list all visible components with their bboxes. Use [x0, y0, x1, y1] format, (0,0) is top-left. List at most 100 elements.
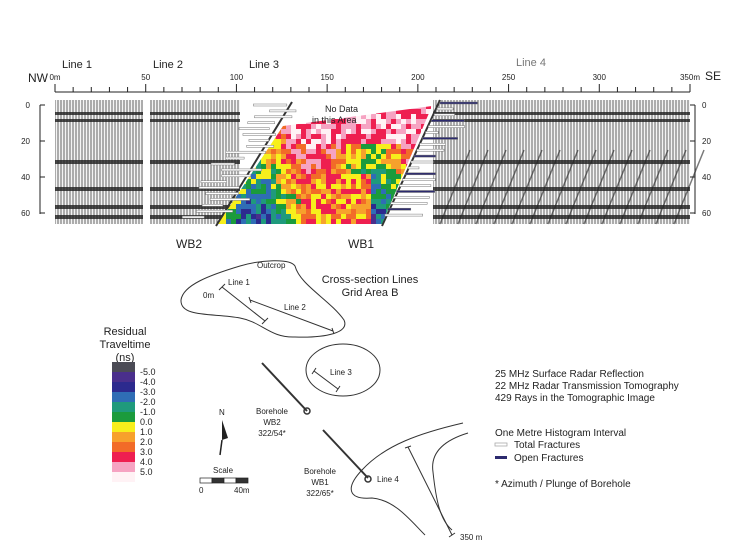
tomo-cell	[326, 174, 331, 179]
tomo-cell	[346, 134, 351, 139]
legend-value: -5.0	[140, 367, 156, 377]
tomo-cell	[381, 184, 386, 189]
reflector-band	[150, 187, 240, 191]
tomo-cell	[346, 129, 351, 134]
tomo-cell	[406, 134, 411, 139]
tomo-cell	[351, 179, 356, 184]
tomo-cell	[371, 139, 376, 144]
tomo-cell	[416, 114, 421, 119]
tomo-cell	[231, 199, 236, 204]
tomo-cell	[296, 194, 301, 199]
tomo-cell	[251, 174, 256, 179]
tomo-cell	[376, 159, 381, 164]
fracture-histogram-bar	[246, 145, 275, 148]
tomo-cell	[401, 119, 406, 124]
tomo-cell	[376, 114, 381, 119]
tomo-cell	[381, 139, 386, 144]
tomo-cell	[226, 214, 231, 219]
tomo-cell	[291, 169, 296, 174]
tomo-cell	[266, 209, 271, 214]
tomo-cell	[311, 154, 316, 159]
color-swatch	[112, 372, 135, 382]
tomo-cell	[351, 124, 356, 129]
tomo-cell	[326, 199, 331, 204]
color-swatch	[112, 362, 135, 372]
tomo-cell	[376, 144, 381, 149]
reflector-band	[150, 160, 240, 164]
tomo-cell	[396, 169, 401, 174]
tomo-cell	[326, 189, 331, 194]
tomo-cell	[286, 139, 291, 144]
tomo-cell	[296, 189, 301, 194]
tomo-cell	[386, 169, 391, 174]
tomo-cell	[321, 224, 326, 229]
tomo-cell	[391, 154, 396, 159]
outcrop-outline	[180, 260, 346, 338]
tomo-cell	[386, 184, 391, 189]
tomo-cell	[341, 174, 346, 179]
tomo-cell	[241, 164, 246, 169]
tomo-cell	[291, 139, 296, 144]
tomo-cell	[366, 199, 371, 204]
tomo-cell	[271, 219, 276, 224]
tomo-cell	[386, 159, 391, 164]
line4-outcrop-edge	[350, 422, 464, 536]
color-swatch	[112, 422, 135, 432]
tomo-cell	[251, 154, 256, 159]
tomo-cell	[411, 144, 416, 149]
tomo-cell	[361, 209, 366, 214]
tomo-cell	[281, 214, 286, 219]
tomo-cell	[311, 194, 316, 199]
tomo-cell	[291, 224, 296, 229]
fracture-histogram-bar	[247, 121, 275, 124]
fracture-histogram-bar	[225, 156, 245, 160]
tomo-cell	[411, 134, 416, 139]
tomo-cell	[386, 199, 391, 204]
tomo-cell	[386, 164, 391, 169]
tomo-cell	[306, 114, 311, 119]
tomo-cell	[296, 139, 301, 144]
tomo-cell	[271, 209, 276, 214]
tomo-cell	[411, 119, 416, 124]
tomo-cell	[336, 189, 341, 194]
tomo-cell	[276, 164, 281, 169]
open-fractures-label: Open Fractures	[514, 453, 583, 464]
tomo-cell	[376, 119, 381, 124]
tomo-cell	[321, 194, 326, 199]
legend-value: -2.0	[140, 397, 156, 407]
legend-value: 5.0	[140, 467, 153, 477]
tomo-cell	[391, 149, 396, 154]
tomo-cell	[351, 149, 356, 154]
depth-tick-label: 0	[26, 101, 31, 110]
tomo-cell	[361, 189, 366, 194]
tomo-cell	[376, 194, 381, 199]
tomo-cell	[406, 109, 411, 114]
fracture-histogram-bar	[209, 198, 251, 201]
tomo-cell	[261, 189, 266, 194]
tomo-cell	[371, 144, 376, 149]
tomo-cell	[391, 129, 396, 134]
tomo-cell	[406, 149, 411, 154]
tomo-cell	[266, 204, 271, 209]
tomo-cell	[321, 219, 326, 224]
tomo-cell	[316, 199, 321, 204]
tomo-cell	[296, 199, 301, 204]
tomo-cell	[221, 224, 226, 229]
depth-tick-label: 60	[702, 209, 711, 218]
tomo-cell	[276, 139, 281, 144]
distance-tick-label: 0m	[49, 73, 60, 82]
map-survey-lines	[218, 283, 456, 538]
tomo-cell	[291, 209, 296, 214]
tomo-cell	[241, 189, 246, 194]
tomo-cell	[291, 119, 296, 124]
tomo-cell	[351, 224, 356, 229]
tomo-cell	[301, 129, 306, 134]
tomo-cell	[246, 209, 251, 214]
fracture-histogram-bar	[254, 115, 293, 119]
tomo-cell	[331, 199, 336, 204]
tomo-cell	[321, 154, 326, 159]
tomo-cell	[321, 174, 326, 179]
tomo-cell	[391, 114, 396, 119]
tomo-cell	[336, 184, 341, 189]
tomo-cell	[411, 224, 416, 229]
